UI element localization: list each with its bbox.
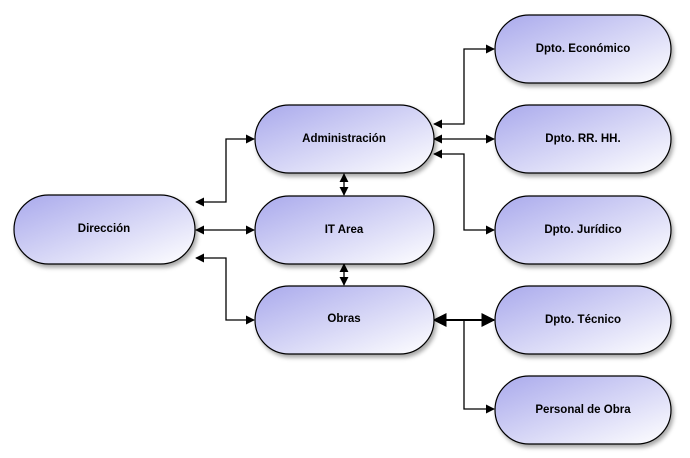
node-label-rrhh: Dpto. RR. HH. <box>545 133 620 145</box>
connector-administracion-economico <box>433 44 495 129</box>
node-economico <box>494 14 672 84</box>
node-it-area <box>254 195 435 265</box>
node-label-direccion: Dirección <box>78 223 130 235</box>
node-label-it-area: IT Area <box>325 224 364 236</box>
node-label-juridico: Dpto. Jurídico <box>544 224 621 236</box>
node-tecnico <box>494 285 672 355</box>
node-label-administracion: Administración <box>302 133 386 145</box>
node-label-tecnico: Dpto. Técnico <box>545 314 621 326</box>
node-rrhh <box>494 104 672 174</box>
nodes <box>13 14 672 445</box>
connector-administracion-juridico <box>433 149 495 235</box>
connectors <box>195 44 496 414</box>
connector-direccion-obras <box>195 253 255 325</box>
node-personal-obra <box>494 375 672 445</box>
node-label-economico: Dpto. Económico <box>536 43 631 55</box>
node-juridico <box>494 195 672 265</box>
node-obras <box>254 285 435 355</box>
node-administracion <box>254 104 435 174</box>
node-direccion <box>13 194 196 265</box>
connector-obras-personal-obra <box>463 320 495 414</box>
node-label-personal-obra: Personal de Obra <box>535 404 631 416</box>
connector-direccion-administracion <box>195 134 255 207</box>
node-label-obras: Obras <box>327 313 360 325</box>
